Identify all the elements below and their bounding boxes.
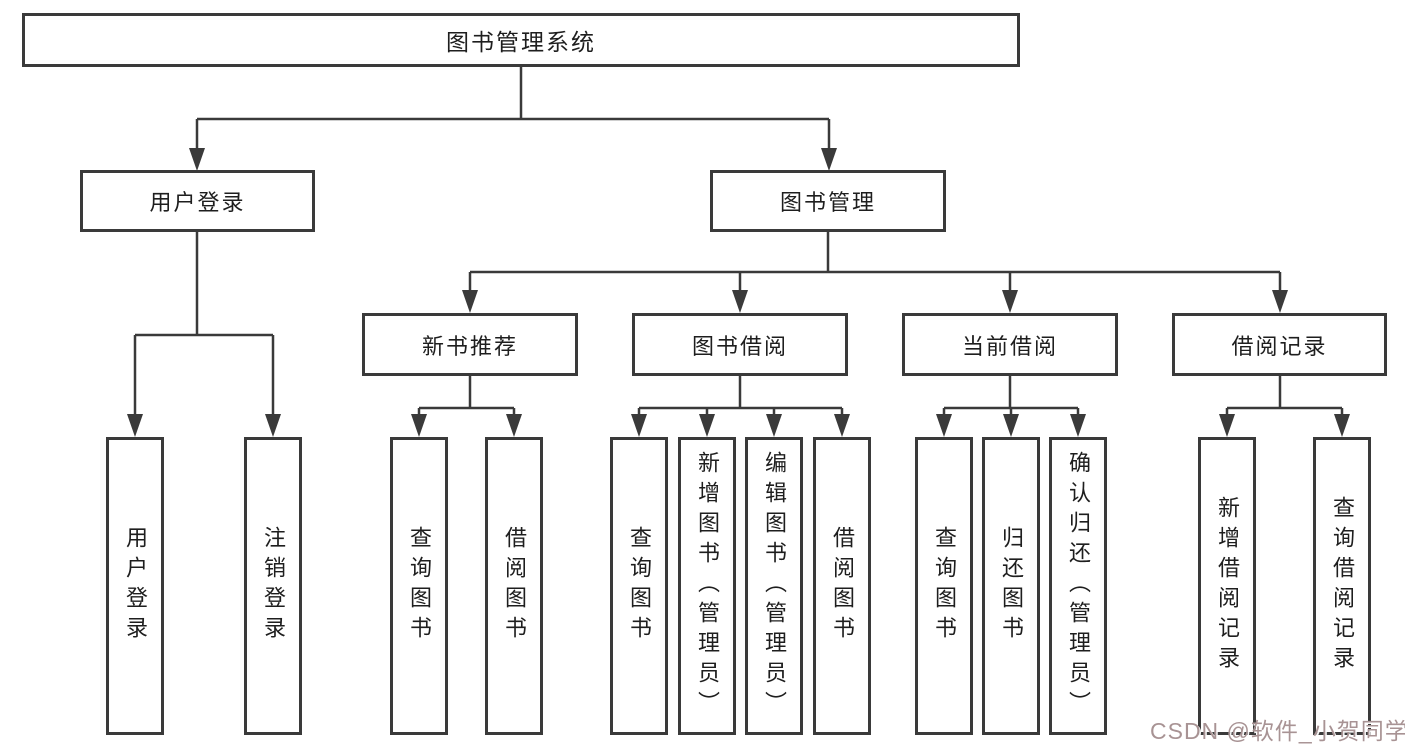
node-current-borrowing: 当前借阅 [902,313,1118,376]
node-borrowing-records-label: 借阅记录 [1231,333,1328,359]
leaf-query-books-3: 查询图书 [915,437,973,735]
node-book-borrowing-label: 图书借阅 [691,333,788,359]
node-root-system: 图书管理系统 [22,13,1020,67]
node-borrowing-records: 借阅记录 [1172,313,1387,376]
leaf-edit-books-admin-label: 编辑图书（管理员） [762,451,787,721]
leaf-confirm-return-admin: 确认归还（管理员） [1049,437,1107,735]
leaf-query-books-2-label: 查询图书 [627,526,652,646]
csdn-watermark: CSDN @软件_小贺同学 [1150,718,1405,744]
leaf-logout-label: 注销登录 [261,526,286,646]
node-current-borrowing-label: 当前借阅 [961,333,1058,359]
leaf-query-borrow-record-label: 查询借阅记录 [1330,496,1355,676]
leaf-borrow-books-2: 借阅图书 [813,437,871,735]
leaf-return-books: 归还图书 [982,437,1040,735]
leaf-return-books-label: 归还图书 [999,526,1024,646]
leaf-confirm-return-admin-label: 确认归还（管理员） [1066,451,1091,721]
node-book-management: 图书管理 [710,170,946,232]
arrowheads [127,148,1350,437]
leaf-borrow-books-2-label: 借阅图书 [830,526,855,646]
leaf-user-login: 用户登录 [106,437,164,735]
leaf-add-borrow-record: 新增借阅记录 [1198,437,1256,735]
leaf-edit-books-admin: 编辑图书（管理员） [745,437,803,735]
leaf-add-books-admin-label: 新增图书（管理员） [695,451,720,721]
leaf-query-books-1: 查询图书 [390,437,448,735]
leaf-add-books-admin: 新增图书（管理员） [678,437,736,735]
leaf-query-borrow-record: 查询借阅记录 [1313,437,1371,735]
node-root-label: 图书管理系统 [446,29,596,55]
leaf-logout: 注销登录 [244,437,302,735]
node-user-login-label: 用户登录 [149,190,246,215]
leaf-user-login-label: 用户登录 [123,526,148,646]
node-new-book-recommend-label: 新书推荐 [421,333,518,359]
leaf-add-borrow-record-label: 新增借阅记录 [1215,496,1240,676]
node-user-login: 用户登录 [80,170,315,232]
leaf-query-books-2: 查询图书 [610,437,668,735]
node-book-borrowing: 图书借阅 [632,313,848,376]
node-new-book-recommend: 新书推荐 [362,313,578,376]
leaf-borrow-books-1: 借阅图书 [485,437,543,735]
node-book-management-label: 图书管理 [779,190,876,215]
leaf-borrow-books-1-label: 借阅图书 [502,526,527,646]
leaf-query-books-3-label: 查询图书 [932,526,957,646]
leaf-query-books-1-label: 查询图书 [407,526,432,646]
